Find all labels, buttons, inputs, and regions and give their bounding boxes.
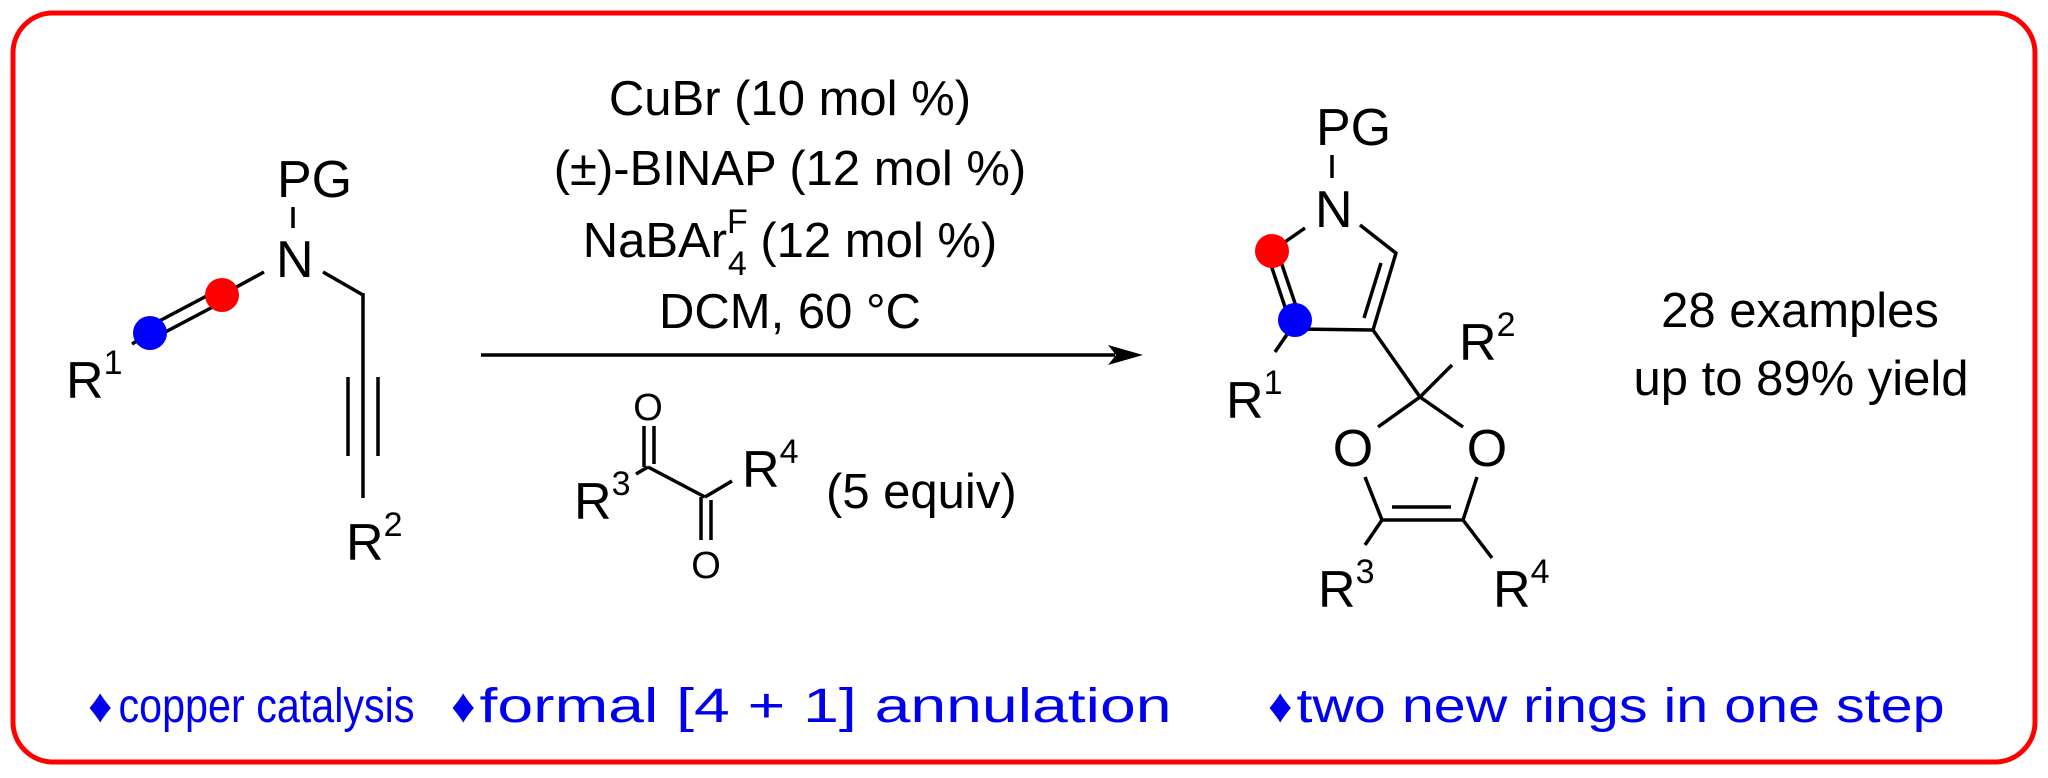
- label-pg: PG: [1316, 99, 1391, 157]
- blue-atom-marker: [1278, 303, 1312, 337]
- label-n: N: [1315, 181, 1353, 239]
- max-yield: up to 89% yield: [1633, 352, 1968, 406]
- label-r2: R2: [346, 506, 402, 572]
- diamond-bullet-icon: ♦: [1268, 680, 1293, 733]
- reaction-arrow: [481, 345, 1143, 365]
- label-equiv: (5 equiv): [826, 465, 1017, 519]
- red-atom-marker: [205, 278, 239, 312]
- label-r3: R3: [1318, 553, 1374, 619]
- condition-ligand: (±)-BINAP (12 mol %): [554, 142, 1027, 196]
- highlights: ♦copper catalysis ♦formal [4 + 1] annula…: [88, 680, 1945, 733]
- label-r1: R1: [66, 344, 122, 410]
- label-o-right: O: [1467, 420, 1507, 478]
- red-atom-marker: [1255, 234, 1289, 268]
- highlight-formal-annulation: ♦formal [4 + 1] annulation: [451, 680, 1172, 733]
- reaction-conditions: CuBr (10 mol %) (±)-BINAP (12 mol %) NaB…: [554, 72, 1027, 339]
- label-r2: R2: [1459, 306, 1515, 372]
- label-r4: R4: [1493, 553, 1549, 619]
- diamond-bullet-icon: ♦: [88, 680, 113, 733]
- condition-solvent-temp: DCM, 60 °C: [659, 285, 921, 339]
- frame-border: [10, 10, 2038, 765]
- label-n: N: [276, 231, 314, 289]
- label-o-left: O: [1333, 420, 1373, 478]
- label-r3: R3: [574, 465, 630, 531]
- examples-count: 28 examples: [1661, 284, 1939, 338]
- diamond-bullet-icon: ♦: [451, 680, 476, 733]
- starting-material: PG N R1 R2: [66, 151, 402, 572]
- label-o-top: O: [633, 387, 663, 429]
- bond-n-ch2: [322, 270, 364, 297]
- label-r4: R4: [742, 433, 798, 499]
- condition-catalyst: CuBr (10 mol %): [609, 72, 971, 126]
- label-o-bottom: O: [691, 545, 721, 587]
- label-r1: R1: [1226, 364, 1282, 430]
- blue-atom-marker: [133, 316, 167, 350]
- product: PG N O O R1 R2 R3 R4: [1226, 99, 1549, 619]
- highlight-copper-catalysis: ♦copper catalysis: [88, 680, 415, 733]
- highlight-two-new-rings: ♦two new rings in one step: [1268, 680, 1945, 733]
- diketone-reagent: O O R3 R4 (5 equiv): [574, 387, 1017, 587]
- label-pg: PG: [277, 151, 352, 209]
